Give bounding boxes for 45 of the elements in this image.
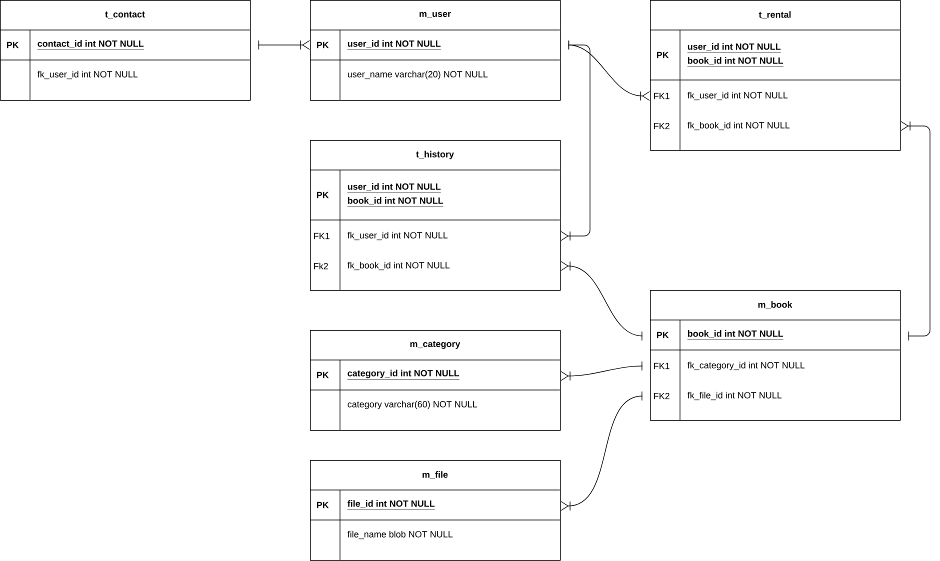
relationship-line xyxy=(560,261,643,341)
column-text: fk_book_id int NOT NULL xyxy=(347,262,450,270)
column-text: fk_book_id int NOT NULL xyxy=(687,122,790,130)
column-text: fk_user_id int NOT NULL xyxy=(687,92,788,100)
table-name: t_contact xyxy=(105,12,145,18)
key-label: PK xyxy=(656,332,669,338)
table-name: m_category xyxy=(410,341,460,349)
column-text: fk_user_id int NOT NULL xyxy=(37,70,138,80)
key-label: Fk2 xyxy=(314,262,328,270)
key-label: PK xyxy=(656,52,669,58)
column-text: fk_file_id int NOT NULL xyxy=(687,392,782,400)
primary-key-column: user_id int NOT NULL xyxy=(347,183,442,192)
column-text: file_name blob NOT NULL xyxy=(347,530,453,540)
primary-key-column: book_id int NOT NULL xyxy=(687,330,784,340)
table-name: t_rental xyxy=(758,11,791,19)
table-name: m_book xyxy=(758,301,792,309)
primary-key-column: contact_id int NOT NULL xyxy=(37,40,144,50)
primary-key-column: book_id int NOT NULL xyxy=(687,57,784,66)
column-text: user_name varchar(20) NOT NULL xyxy=(348,70,488,80)
key-label: FK1 xyxy=(314,232,330,240)
key-label: PK xyxy=(316,502,329,508)
key-label: FK2 xyxy=(654,392,670,400)
primary-key-column: file_id int NOT NULL xyxy=(347,500,436,510)
primary-key-column: user_id int NOT NULL xyxy=(687,43,782,52)
relationship-line xyxy=(560,361,643,381)
key-label: FK2 xyxy=(654,122,670,130)
key-label: FK1 xyxy=(654,92,670,100)
relationship-line xyxy=(560,391,643,511)
relationship-line xyxy=(900,121,930,341)
relationship-line xyxy=(560,40,590,241)
key-label: PK xyxy=(316,42,329,48)
primary-key-column: user_id int NOT NULL xyxy=(347,40,442,50)
key-label: PK xyxy=(6,42,19,48)
primary-key-column: category_id int NOT NULL xyxy=(347,370,460,380)
table-name: t_history xyxy=(416,150,454,160)
key-label: PK xyxy=(316,192,329,198)
key-label: FK1 xyxy=(654,362,670,370)
key-label: PK xyxy=(316,372,329,378)
relationship-line xyxy=(258,40,310,50)
table-name: m_user xyxy=(420,12,451,18)
primary-key-column: book_id int NOT NULL xyxy=(347,197,444,206)
column-text: fk_user_id int NOT NULL xyxy=(347,232,448,240)
table-name: m_file xyxy=(422,471,448,479)
column-text: category varchar(60) NOT NULL xyxy=(348,400,478,410)
column-text: fk_category_id int NOT NULL xyxy=(687,362,805,370)
